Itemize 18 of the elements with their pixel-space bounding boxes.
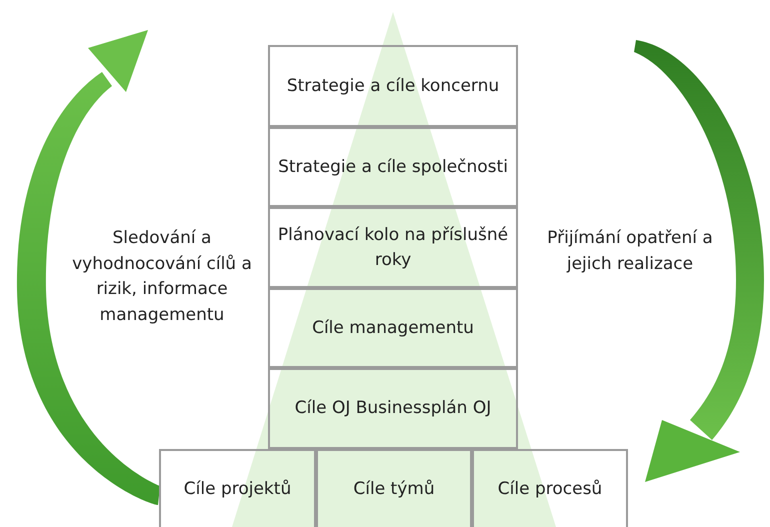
pyramid-box — [472, 449, 628, 527]
pyramid-box — [268, 288, 518, 368]
pyramid-box — [268, 368, 518, 449]
side-caption: Sledování a vyhodnocování cílů a rizik, informace managementu — [71, 227, 253, 326]
pyramid-box — [268, 127, 518, 207]
box-label: Cíle projektů — [182, 478, 292, 501]
box-label: Cíle procesů — [496, 478, 604, 501]
box-label: Plánovací kolo na příslušné roky — [276, 224, 510, 272]
box-label: Strategie a cíle společnosti — [277, 156, 509, 179]
pyramid-box — [159, 449, 316, 527]
pyramid-box — [268, 207, 518, 288]
box-label: Cíle managementu — [311, 316, 475, 340]
box-label: Cíle OJ Businessplán OJ — [294, 397, 492, 420]
box-label: Cíle týmů — [352, 478, 436, 501]
side-caption: Přijímání opatření a jejich realizace — [546, 227, 714, 276]
box-label: Strategie a cíle koncernu — [286, 74, 500, 98]
pyramid-box — [268, 45, 518, 127]
pyramid-box — [316, 449, 472, 527]
